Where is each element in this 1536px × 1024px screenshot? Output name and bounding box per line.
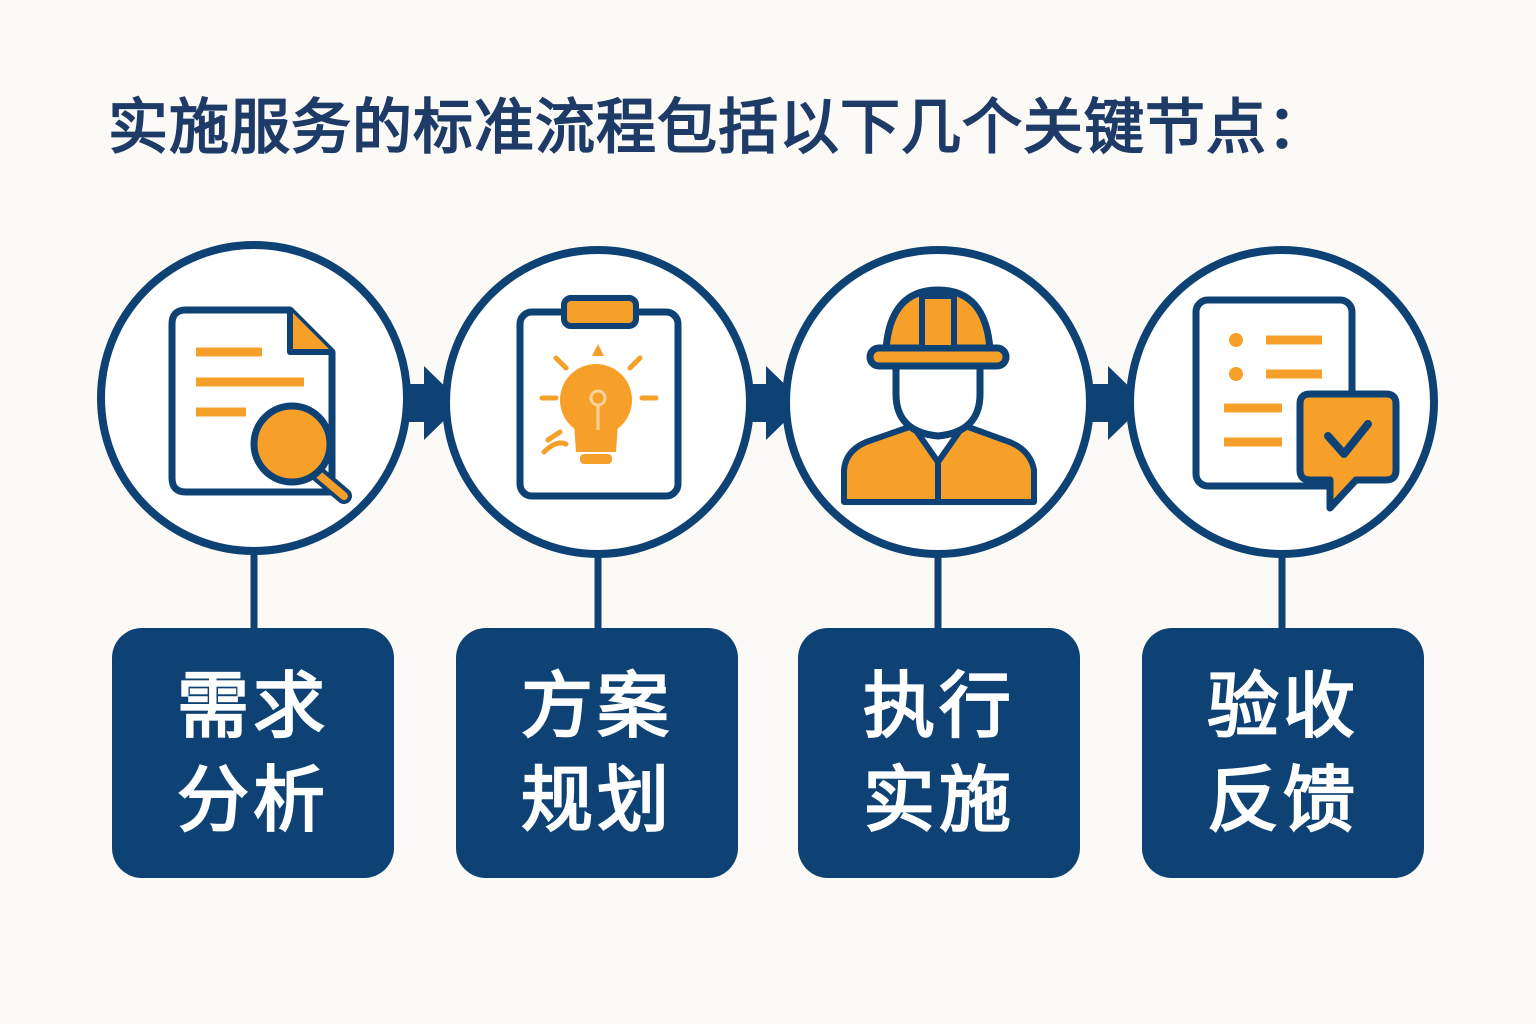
clipboard-lightbulb-icon bbox=[516, 295, 682, 500]
checklist-approval-icon bbox=[1192, 296, 1400, 512]
step-box-solution-planning: 方案规划 bbox=[456, 628, 738, 878]
step-label: 需求分析 bbox=[176, 664, 329, 842]
step-box-acceptance-feedback: 验收反馈 bbox=[1142, 628, 1424, 878]
step-label: 方案规划 bbox=[520, 664, 673, 842]
construction-worker-icon bbox=[841, 286, 1037, 505]
page-title: 实施服务的标准流程包括以下几个关键节点： bbox=[108, 93, 1328, 163]
step-label: 验收反馈 bbox=[1206, 664, 1359, 842]
step-box-requirements-analysis: 需求分析 bbox=[112, 628, 394, 878]
document-search-icon bbox=[168, 306, 352, 504]
step-box-execution: 执行实施 bbox=[798, 628, 1080, 878]
step-label: 执行实施 bbox=[862, 664, 1015, 842]
